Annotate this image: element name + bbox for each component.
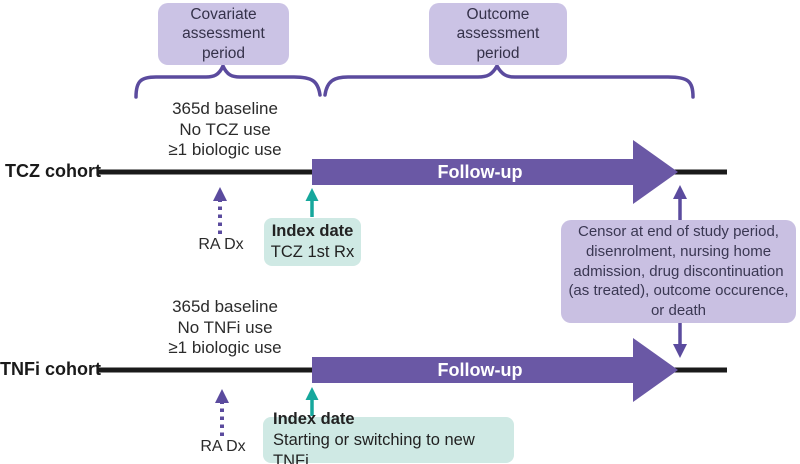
tnfi-index-arrowhead-icon (305, 387, 319, 400)
censor-up-arrowhead-icon (673, 185, 687, 199)
tcz-index-arrowhead-icon (305, 188, 319, 201)
censor-down-arrowhead-icon (673, 344, 687, 358)
outcome-period-box: Outcome assessment period (429, 3, 567, 65)
tnfi-baseline-criteria: 365d baseline No TNFi use ≥1 biologic us… (168, 297, 282, 357)
tcz-cohort-label: TCZ cohort (5, 161, 101, 181)
tcz-index-date-title: Index date (271, 222, 354, 240)
covariate-period-box: Covariate assessment period (158, 3, 289, 65)
tnfi-radx-label: RA Dx (200, 438, 246, 455)
tnfi-cohort-label: TNFi cohort (0, 359, 101, 379)
tnfi-index-date-detail: Starting or switching to new TNFi (273, 430, 475, 464)
censor-note-box: Censor at end of study period, disenrolm… (561, 220, 796, 323)
tnfi-followup-arrow (312, 338, 678, 402)
tnfi-radx-arrowhead-icon (215, 389, 229, 403)
tnfi-index-date-box: Index date Starting or switching to new … (263, 410, 514, 464)
tcz-radx-label: RA Dx (198, 236, 244, 253)
tcz-radx-arrowhead-icon (213, 187, 227, 201)
tnfi-index-date-title: Index date (273, 409, 355, 428)
tcz-index-date-detail: TCZ 1st Rx (270, 243, 355, 261)
tcz-index-date-box: Index date TCZ 1st Rx (264, 218, 361, 266)
covariate-brace-icon (134, 61, 322, 99)
outcome-brace-icon (323, 62, 695, 99)
tnfi-followup-label: Follow-up (437, 359, 523, 380)
tcz-followup-arrow (312, 140, 678, 204)
tcz-followup-label: Follow-up (437, 161, 523, 182)
tcz-baseline-criteria: 365d baseline No TCZ use ≥1 biologic use (168, 99, 282, 159)
